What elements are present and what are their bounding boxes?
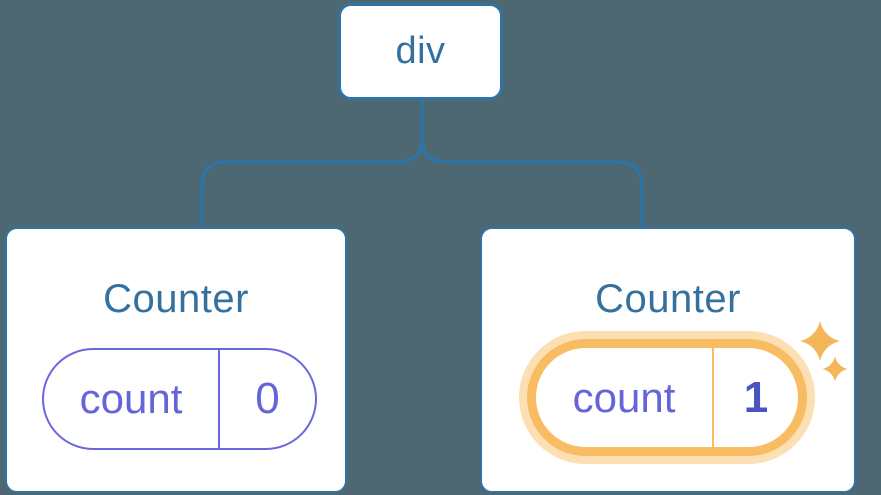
state-value: 1 bbox=[743, 372, 769, 422]
counter-card-right: Counter count 1 bbox=[480, 227, 856, 493]
root-node-label: div bbox=[395, 30, 446, 72]
root-node: div bbox=[338, 3, 503, 100]
state-pill-highlighted: count 1 bbox=[527, 339, 807, 456]
component-title: Counter bbox=[595, 277, 741, 321]
pill-divider bbox=[712, 348, 714, 447]
connector-left-branch bbox=[200, 98, 424, 230]
connector-right-branch bbox=[420, 98, 644, 230]
sparkle-star-large bbox=[800, 321, 840, 361]
pill-divider bbox=[218, 350, 220, 448]
state-key-label: count bbox=[572, 373, 676, 421]
state-key-label: count bbox=[79, 375, 183, 422]
counter-card-left: Counter count 0 bbox=[5, 227, 347, 493]
state-value: 0 bbox=[255, 374, 280, 423]
component-title: Counter bbox=[103, 277, 249, 321]
sparkle-star-small bbox=[822, 356, 848, 382]
state-pill: count 0 bbox=[42, 348, 317, 450]
